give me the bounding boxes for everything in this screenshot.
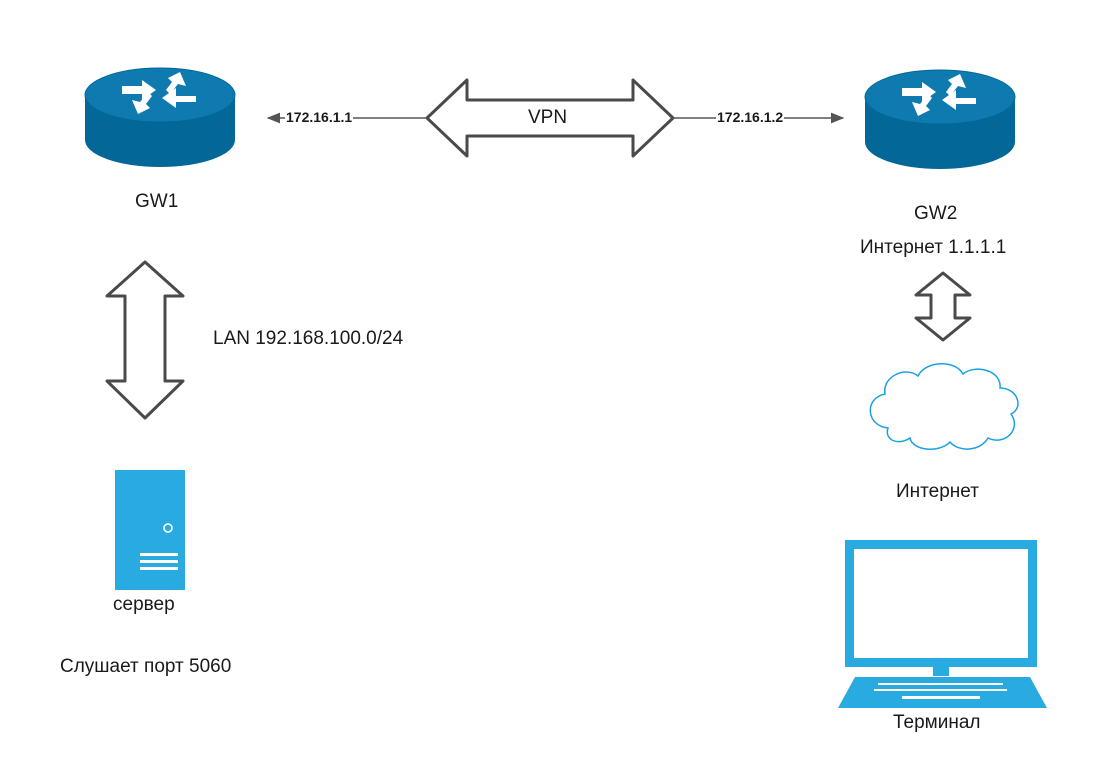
gw1-router-icon	[84, 67, 236, 167]
server-icon	[115, 470, 185, 590]
terminal-label: Терминал	[893, 712, 981, 733]
server-label: сервер	[113, 594, 175, 615]
left-ip-label: 172.16.1.1	[285, 109, 354, 125]
vpn-label: VPN	[528, 107, 568, 128]
gw2-router-icon	[864, 69, 1016, 169]
gw2-label: GW2	[914, 203, 958, 224]
internet-label: Интернет	[896, 481, 979, 502]
cloud-icon	[869, 363, 1019, 450]
server-port-note: Слушает порт 5060	[60, 656, 232, 677]
internet-double-arrow	[914, 271, 972, 342]
lan-label: LAN 192.168.100.0/24	[213, 328, 404, 349]
gw2-internet-label: Интернет 1.1.1.1	[860, 237, 1007, 258]
lan-double-arrow	[105, 260, 185, 420]
gw1-label: GW1	[135, 191, 179, 212]
right-ip-label: 172.16.1.2	[716, 109, 785, 125]
laptop-icon	[838, 540, 1047, 708]
